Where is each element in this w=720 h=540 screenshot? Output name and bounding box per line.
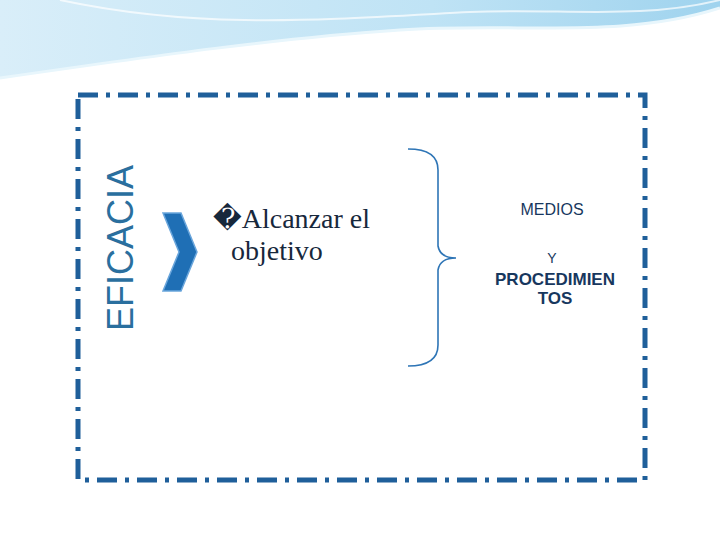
top-wave (0, 0, 720, 78)
result-text: MEDIOS (477, 200, 627, 219)
section-title: EFICACIA (99, 165, 142, 331)
dashed-frame (78, 95, 645, 480)
bullet-text: �Alcanzar el objetivo (213, 203, 403, 267)
wave-line (60, 0, 720, 20)
result-text: PROCEDIMIEN TOS (480, 271, 630, 308)
bracket (408, 149, 456, 366)
conjunction-text: Y (522, 250, 582, 267)
chevron-arrow (163, 213, 197, 291)
